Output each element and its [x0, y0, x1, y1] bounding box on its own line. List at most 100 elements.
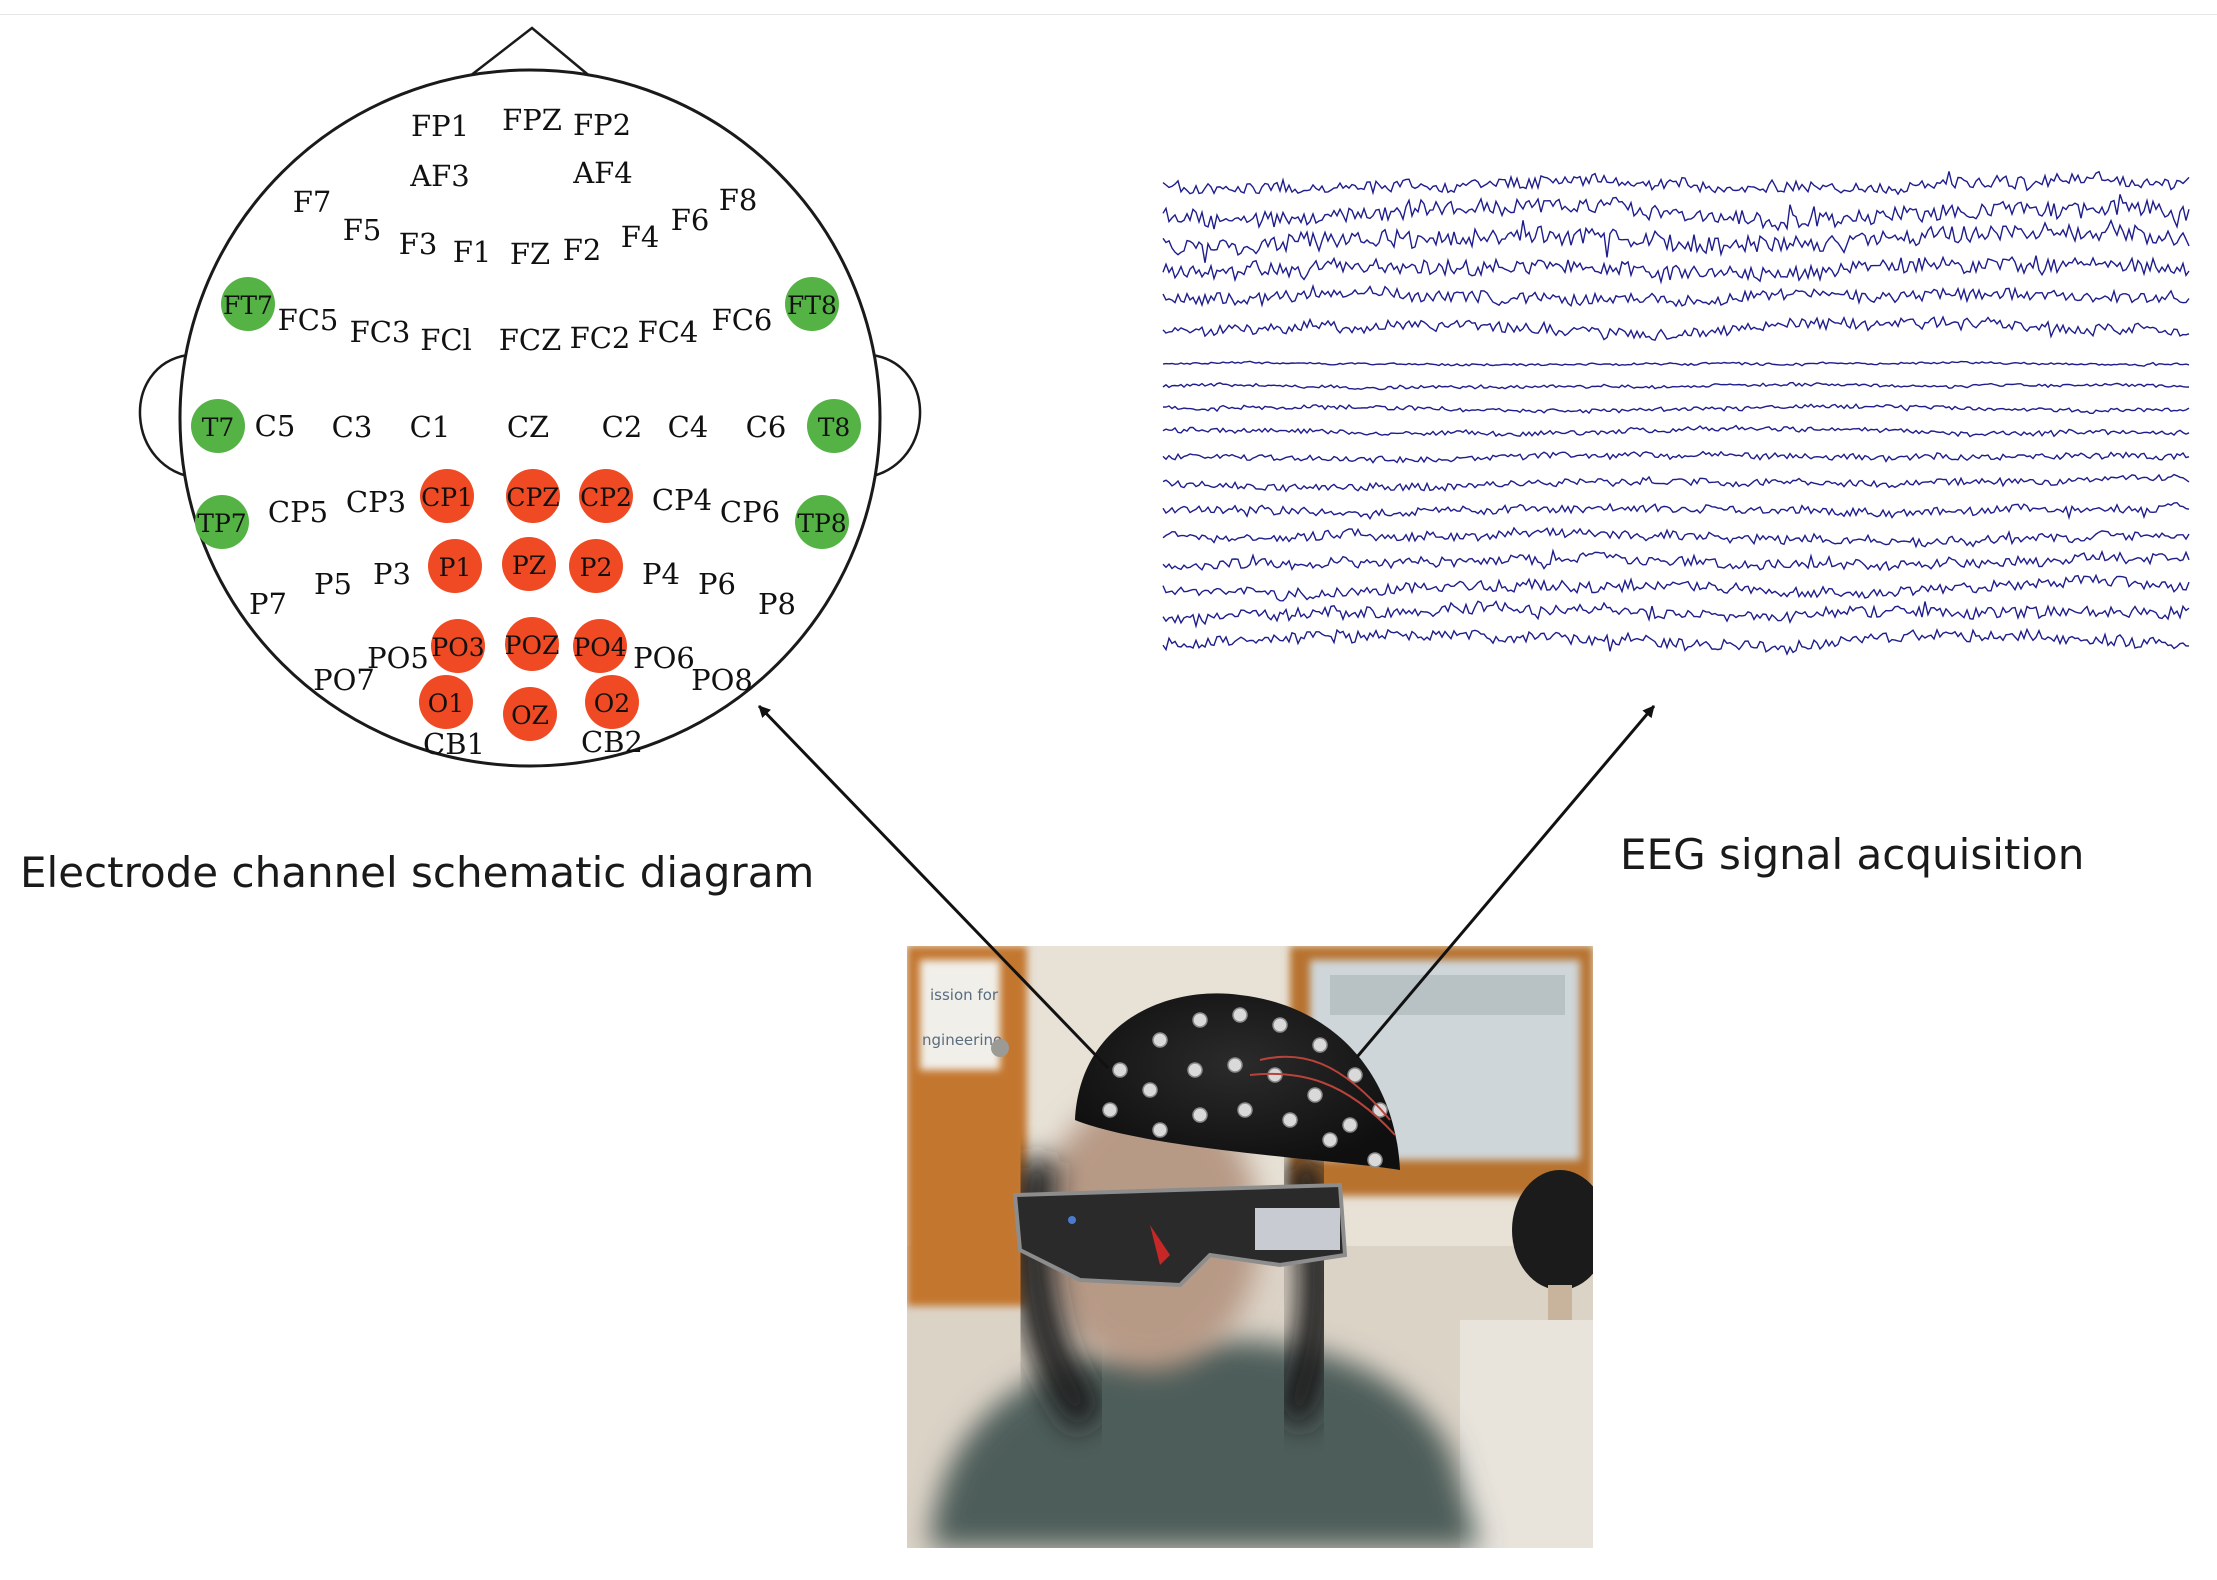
cap-electrode-clip: [1192, 1012, 1208, 1028]
electrode-label: FC2: [570, 321, 631, 355]
electrode-f4: F4: [621, 220, 660, 254]
eeg-trace-11: [1162, 450, 2190, 464]
electrode-label: P4: [642, 557, 680, 591]
eeg-trace-7: [1162, 360, 2190, 367]
electrode-p8: P8: [758, 587, 796, 621]
electrode-label: AF3: [409, 159, 470, 193]
eeg-trace-9: [1162, 403, 2190, 415]
electrode-marker: [503, 687, 557, 741]
electrode-f8: F8: [719, 183, 758, 217]
electrode-label: OZ: [511, 701, 549, 730]
arrow-to-eeg-signal: [1355, 705, 1656, 1058]
electrode-label: CP3: [346, 485, 406, 519]
electrode-label: P6: [698, 567, 736, 601]
electrode-label: P2: [580, 553, 613, 582]
head-outline: [178, 68, 882, 768]
electrode-f6: F6: [671, 203, 710, 237]
eeg-trace-12: [1162, 473, 2190, 493]
electrode-cp6: CP6: [720, 495, 780, 529]
electrode-p4: P4: [642, 557, 680, 591]
electrode-marker: [502, 537, 556, 591]
eeg-trace-6: [1162, 315, 2190, 342]
electrode-p7: P7: [249, 587, 287, 621]
electrode-marker: [807, 399, 861, 453]
electrode-p5: P5: [314, 567, 352, 601]
electrode-fz: FZ: [510, 237, 550, 271]
electrode-cp2: CP2: [579, 469, 633, 523]
electrode-label: P3: [373, 557, 411, 591]
electrode-label: CP5: [268, 495, 328, 529]
electrode-label: CB1: [423, 727, 485, 761]
eeg-trace-3: [1162, 218, 2190, 263]
electrode-tp8: TP8: [795, 495, 849, 549]
cap-electrode-clip: [1152, 1032, 1168, 1048]
electrode-marker: [195, 495, 249, 549]
electrode-f2: F2: [563, 233, 602, 267]
cap-electrode-clip: [1347, 1067, 1363, 1083]
electrode-label: P7: [249, 587, 287, 621]
electrode-marker: [569, 539, 623, 593]
cap-electrode-clip: [1142, 1082, 1158, 1098]
electrode-label: F1: [453, 235, 492, 269]
electrode-label: CP6: [720, 495, 780, 529]
left-ear: [138, 353, 199, 480]
electrode-label: TP8: [797, 509, 846, 538]
electrode-marker: [191, 399, 245, 453]
electrode-cz: CZ: [507, 410, 549, 444]
electrode-marker: [506, 469, 560, 523]
electrode-marker: [795, 495, 849, 549]
electrode-poz: POZ: [505, 617, 560, 671]
cap-electrode-clip: [1152, 1122, 1168, 1138]
electrode-label: T8: [818, 413, 851, 442]
electrode-cb1: CB1: [423, 727, 485, 761]
nose: [469, 26, 599, 84]
electrode-c5: C5: [255, 409, 296, 443]
electrode-fc4: FC4: [638, 315, 699, 349]
electrode-label: TP7: [197, 509, 246, 538]
electrode-label: CPZ: [506, 483, 559, 512]
cap-electrode-clip: [1282, 1112, 1298, 1128]
eeg-trace-18: [1162, 627, 2189, 656]
electrode-po7: PO7: [313, 663, 375, 697]
electrode-fp2: FP2: [573, 108, 631, 142]
electrode-diagram-caption: Electrode channel schematic diagram: [20, 848, 815, 897]
electrode-label: F5: [343, 213, 382, 247]
electrode-po4: PO4: [573, 619, 627, 673]
eeg-acquisition-caption: EEG signal acquisition: [1620, 830, 2085, 879]
electrode-po5: PO5: [367, 641, 429, 675]
electrode-label: POZ: [505, 631, 560, 660]
electrode-label: FC6: [712, 303, 773, 337]
electrode-c3: C3: [332, 410, 373, 444]
subject-photo: ission for ngineerino: [907, 946, 1593, 1548]
electrode-marker: [221, 277, 275, 331]
electrode-label: C4: [668, 410, 709, 444]
electrode-fcz: FCZ: [499, 323, 561, 357]
electrode-label: C3: [332, 410, 373, 444]
electrode-f1: F1: [453, 235, 492, 269]
cap-electrode-clip: [1112, 1062, 1128, 1078]
electrode-marker: [420, 469, 474, 523]
electrode-label: F3: [399, 227, 438, 261]
cap-electrode-clip: [1237, 1102, 1253, 1118]
electrode-ft8: FT8: [785, 277, 839, 331]
electrode-label: PO4: [573, 633, 626, 662]
electrode-fcl: FCl: [420, 323, 472, 357]
electrode-oz: OZ: [503, 687, 557, 741]
electrode-t7: T7: [191, 399, 245, 453]
electrode-c1: C1: [410, 410, 451, 444]
electrode-fpz: FPZ: [502, 103, 562, 137]
electrode-label: T7: [202, 413, 235, 442]
eeg-trace-1: [1162, 170, 2190, 196]
electrode-label: CP2: [580, 483, 632, 512]
electrode-p6: P6: [698, 567, 736, 601]
cap-electrode-clip: [1187, 1062, 1203, 1078]
electrode-fc5: FC5: [278, 303, 339, 337]
electrode-marker: [428, 539, 482, 593]
electrode-cp3: CP3: [346, 485, 406, 519]
wall-sign-line-2: ngineerino: [922, 1031, 1002, 1049]
electrode-cp4: CP4: [652, 483, 712, 517]
electrode-label: P5: [314, 567, 352, 601]
electrode-cp1: CP1: [420, 469, 474, 523]
electrode-cp5: CP5: [268, 495, 328, 529]
